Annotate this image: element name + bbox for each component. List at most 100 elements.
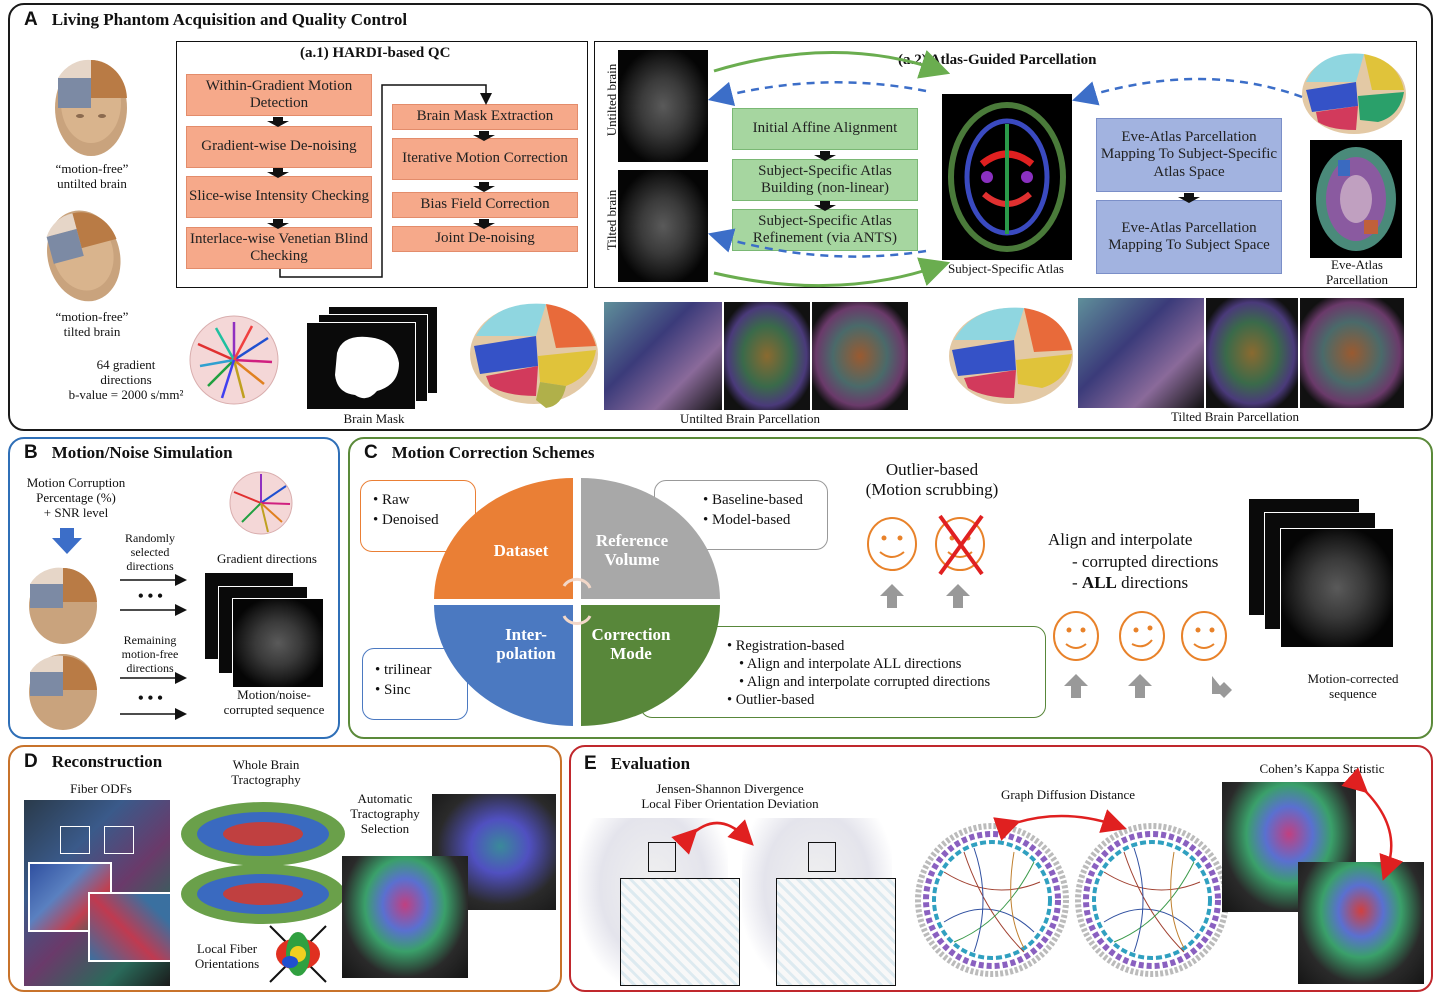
panel-e [569,745,1433,992]
fod-roi-left [648,842,676,872]
corruption-down-arrow-icon [52,528,82,559]
eve-atlas-3d-image [1300,46,1408,142]
untilted-head-image [48,48,134,160]
correction-option-registration: • Registration-based [727,638,845,654]
outlier-title: Outlier-based(Motion scrubbing) [865,460,999,500]
quadrant-dataset-label: Dataset [493,541,549,560]
untilted-parcellation-coronal [724,302,810,410]
fiber-odfs-roi-2 [104,826,134,854]
gradient-directions-label: Gradient directions [217,551,317,566]
direction-arrows [120,574,187,720]
interp-option-sinc: • Sinc [375,681,411,698]
outlier-smileys [867,514,985,608]
dataset-option-denoised: • Denoised [373,511,439,528]
atlas-step-refinement: Subject-Specific Atlas Refinement (via A… [732,209,918,251]
correction-option-outlier: • Outlier-based [727,692,815,709]
eve-atlas-axial-image [1310,140,1402,258]
auto-tract-front-image [342,856,468,978]
tilted-brain-axial [618,170,708,282]
panel-c-letter: C [364,442,378,463]
gradient-sphere-small-image [228,470,294,536]
hardi-step-iterative-motion: Iterative Motion Correction [392,138,578,180]
atlas-parcellation-box [594,41,1417,288]
fiber-odfs-label: Fiber ODFs [70,781,132,796]
untilted-parcellation-axial [812,302,908,410]
dots-top: • • • [138,588,163,605]
tilted-parcellation-3d [944,300,1078,412]
reference-option-model: • Model-based [703,511,791,528]
align-title: Align and interpolate [1048,530,1193,549]
hardi-step-slice-intensity: Slice-wise Intensity Checking [186,176,372,218]
align-option-all: - ALL directions [1072,573,1189,592]
panel-d-letter: D [24,751,38,772]
panel-a [8,3,1433,431]
panel-c [348,437,1433,739]
atlas-step-building: Subject-Specific Atlas Building (non-lin… [732,159,918,201]
hardi-qc-box [176,41,588,288]
fod-roi-right [808,842,836,872]
hardi-step-bias-field: Bias Field Correction [392,192,578,218]
eve-step-to-atlas: Eve-Atlas Parcellation Mapping To Subjec… [1096,118,1282,192]
connectome-left-image [914,812,1070,984]
local-fiber-orientation-image [258,918,338,990]
hardi-step-venetian-blind: Interlace-wise Venetian Blind Checking [186,227,372,269]
subject-specific-atlas-caption: Subject-Specific Atlas [948,261,1064,276]
dataset-options-box: • Raw • Denoised [360,480,476,552]
tilted-parcellation-caption: Tilted Brain Parcellation [1170,409,1300,424]
clean-head-image [24,646,102,732]
hardi-step-motion-detection: Within-Gradient Motion Detection [186,74,372,116]
panel-e-letter: E [584,753,597,774]
dataset-option-raw: • Raw [373,492,410,508]
align-smileys [1053,611,1232,698]
untilted-parcellation-caption: Untilted Brain Parcellation [679,411,821,426]
tilted-head-caption: “motion-free”tilted brain [55,309,129,339]
brain-mask-image [306,322,416,410]
panel-b-letter: B [24,442,38,463]
untilted-head-caption: “motion-free”untilted brain [55,161,129,191]
eve-step-to-subject: Eve-Atlas Parcellation Mapping To Subjec… [1096,200,1282,274]
fiber-odfs-zoom-2 [88,892,172,962]
corrupted-sequence-image [232,598,324,688]
tilted-parcellation-axial [1300,298,1404,408]
untilted-parcellation-sagittal [604,302,722,410]
subject-specific-atlas-image [942,94,1072,260]
correction-option-all: • Align and interpolate ALL directions [739,656,962,673]
whole-brain-tractography-image [178,796,348,930]
hardi-step-joint-denoising: Joint De-noising [392,226,578,252]
kappa-tract-bottom-image [1298,862,1424,984]
quadrant-interp-label: Inter-polation [496,625,556,663]
brain-mask-caption: Brain Mask [343,411,405,426]
panel-b [8,437,340,739]
fiber-odfs-roi-1 [60,826,90,854]
hardi-step-brain-mask: Brain Mask Extraction [392,104,578,130]
interp-option-trilinear: • trilinear [375,662,432,678]
atlas-step-affine: Initial Affine Alignment [732,108,918,150]
scheme-quadrant-circle [434,478,720,726]
untilted-parcellation-3d [466,296,602,412]
graph-diffusion-label: Graph Diffusion Distance [1000,787,1136,802]
panel-d [8,745,562,992]
panel-a-letter: A [24,9,38,30]
corrupted-head-image [24,558,102,646]
fod-zoom-right-image [776,878,896,986]
fod-zoom-left-image [620,878,740,986]
gradient-sphere-image [188,314,280,406]
hardi-step-gradient-denoising: Gradient-wise De-noising [186,126,372,168]
